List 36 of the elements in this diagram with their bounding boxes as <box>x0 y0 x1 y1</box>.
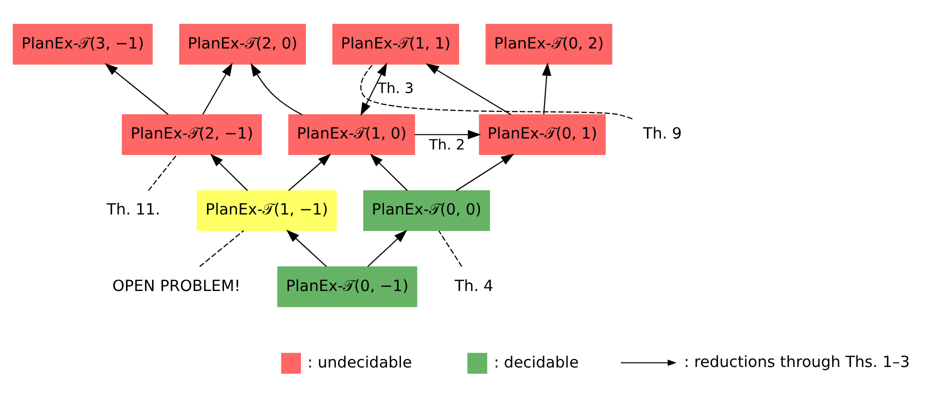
node-box: PlanEx-𝒯(0, −1) <box>277 266 418 307</box>
connector <box>199 230 244 267</box>
arrow <box>367 229 408 266</box>
arrow <box>360 62 388 116</box>
node-box: PlanEx-𝒯(1, −1) <box>196 190 337 231</box>
arrow <box>286 229 327 266</box>
node-box: PlanEx-𝒯(1, 0) <box>288 114 416 154</box>
node-box: PlanEx-𝒯(1, 1) <box>332 23 460 64</box>
edge-label: Th. 2 <box>428 136 466 153</box>
connector <box>148 154 178 190</box>
legend-label: : decidable <box>494 352 579 371</box>
node-text: Th. 4 <box>454 276 494 294</box>
node-text: OPEN PROBLEM! <box>112 276 240 294</box>
arrow <box>456 153 514 191</box>
arrow <box>542 62 552 114</box>
arrow <box>250 62 302 115</box>
node-box: PlanEx-𝒯(2, −1) <box>122 114 262 154</box>
node-box: PlanEx-𝒯(0, 2) <box>486 23 612 64</box>
arrow <box>414 129 482 139</box>
edge-label: Th. 3 <box>378 80 414 97</box>
node-box: PlanEx-𝒯(3, −1) <box>12 23 153 64</box>
arrow <box>104 62 169 114</box>
node-box: PlanEx-𝒯(0, 0) <box>363 190 490 231</box>
arrow <box>210 153 248 190</box>
node-text: Th. 9 <box>643 124 682 142</box>
node-text: Th. 11. <box>106 200 160 218</box>
connector <box>360 64 633 119</box>
arrow <box>288 153 332 190</box>
arrow <box>426 62 512 115</box>
legend-label: : undecidable <box>308 352 412 371</box>
node-box: PlanEx-𝒯(2, 0) <box>179 23 306 64</box>
arrow <box>202 62 233 114</box>
node-box: PlanEx-𝒯(0, 1) <box>478 114 606 154</box>
legend-label: : reductions through Ths. 1–3 <box>684 352 910 370</box>
arrow <box>370 153 408 190</box>
connector <box>438 230 462 266</box>
